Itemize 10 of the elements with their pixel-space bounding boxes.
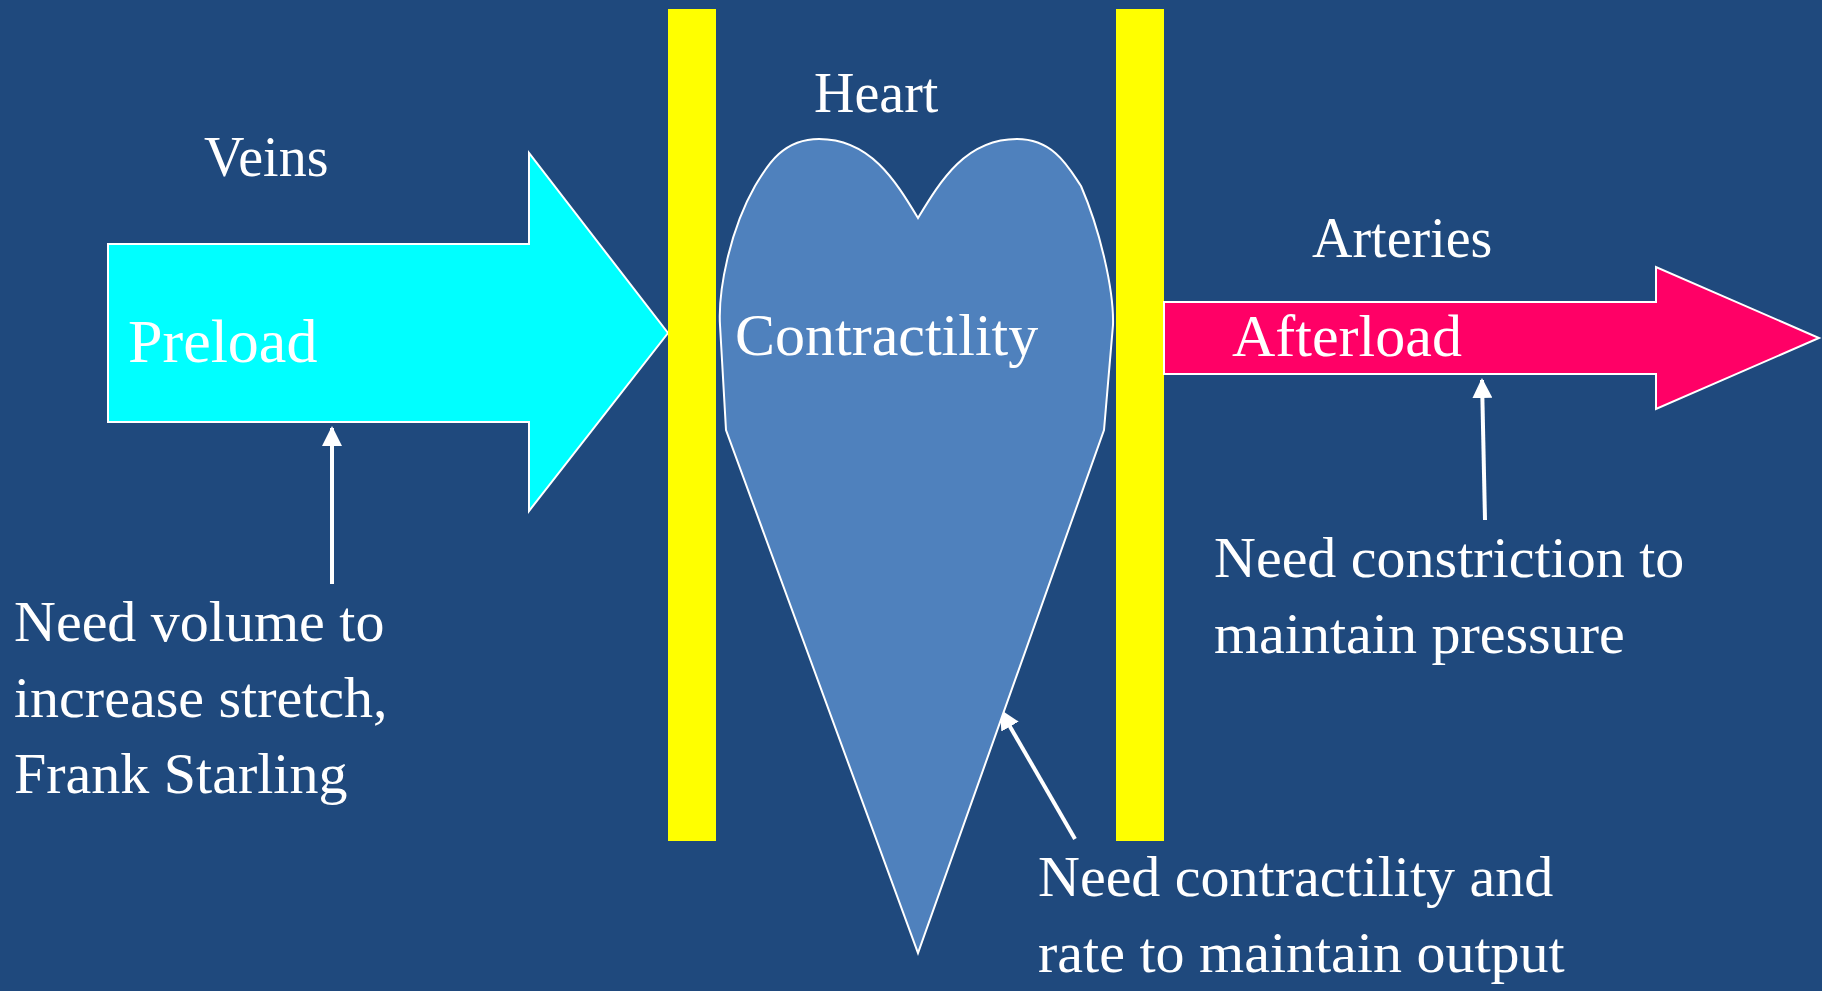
arrow-label: Afterload (1232, 306, 1462, 366)
vein-heading: Veins (204, 129, 329, 185)
artery-heading: Arteries (1312, 210, 1493, 266)
arrow (1472, 378, 1493, 521)
annotation-text: Need contractility and rate to maintain output (1038, 843, 1566, 987)
arrow-label: Preload (128, 310, 318, 372)
annotation-text: Need volume to increase stretch, Frank Starling (14, 588, 389, 808)
heart-heading: Heart (814, 65, 939, 121)
arrow (322, 426, 342, 584)
annotation-text: Need constriction to maintain pressure (1214, 524, 1686, 668)
